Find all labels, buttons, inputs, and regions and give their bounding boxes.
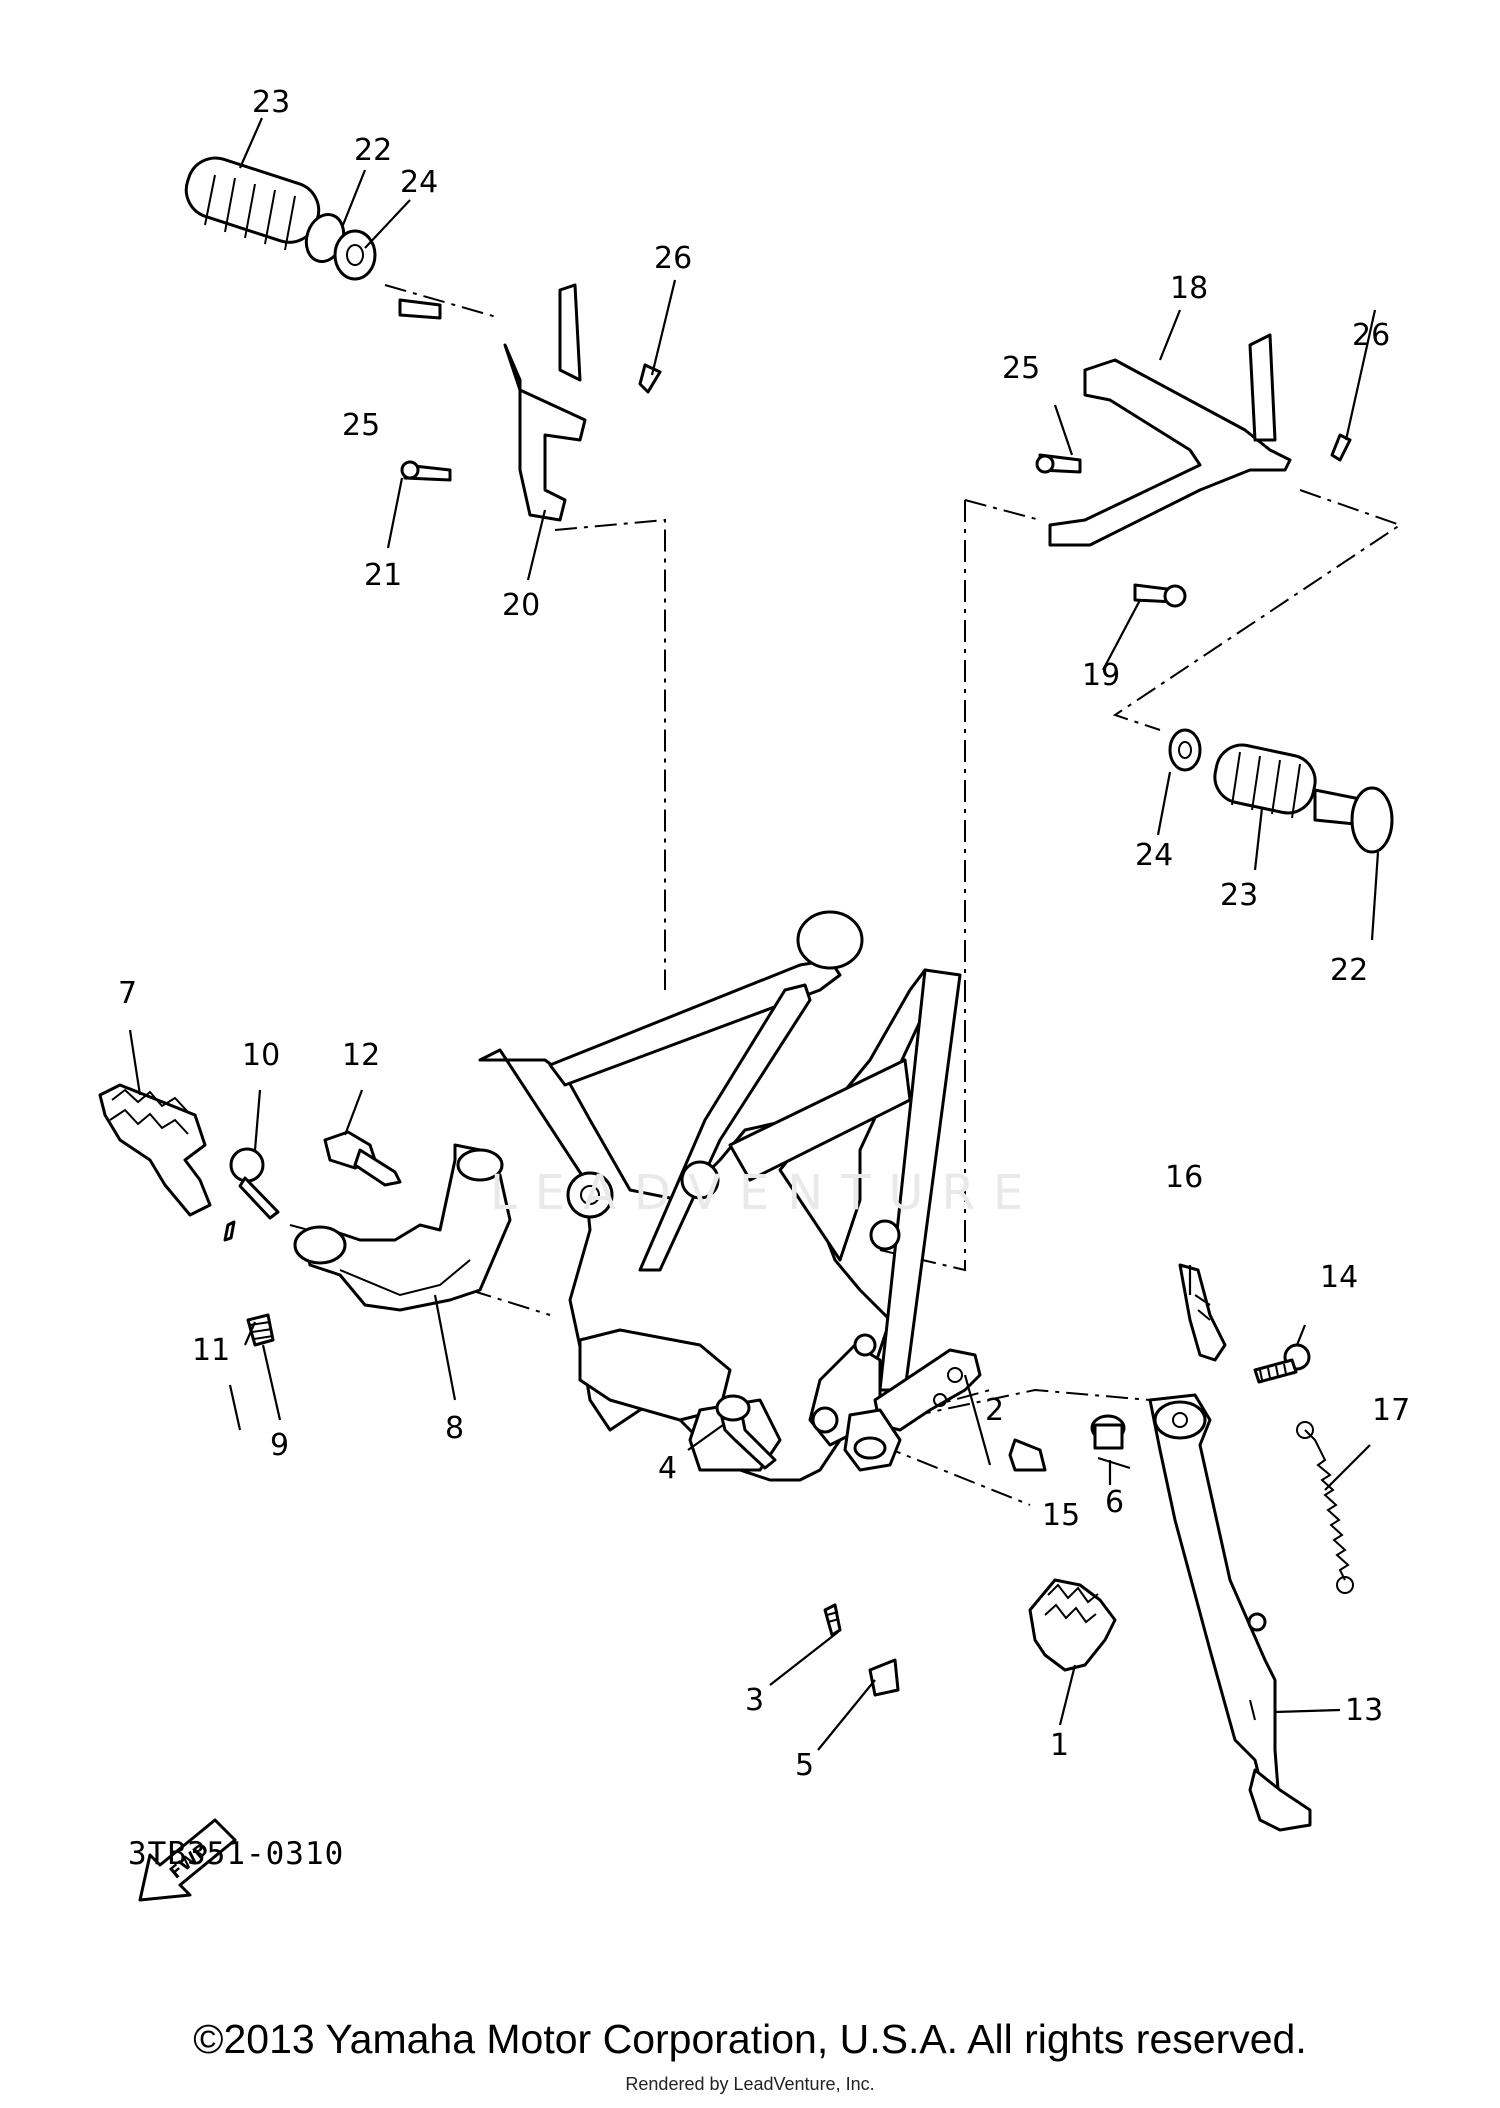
callout-18: 18 bbox=[1170, 271, 1208, 306]
callout-numbers: 23 22 24 26 25 21 20 18 26 25 19 24 23 2… bbox=[118, 85, 1410, 1783]
callout-22-right: 22 bbox=[1330, 953, 1368, 988]
callout-17: 17 bbox=[1372, 1393, 1410, 1428]
callout-10: 10 bbox=[242, 1038, 280, 1073]
front-footrest-left bbox=[98, 1083, 512, 1347]
rendered-by-text: Rendered by LeadVenture, Inc. bbox=[625, 2074, 875, 2094]
callout-23-right: 23 bbox=[1220, 878, 1258, 913]
callout-22-top: 22 bbox=[354, 133, 392, 168]
callout-25-right: 25 bbox=[1002, 351, 1040, 386]
callout-15: 15 bbox=[1042, 1498, 1080, 1533]
callout-8: 8 bbox=[445, 1411, 464, 1446]
callout-26-right: 26 bbox=[1352, 318, 1390, 353]
callout-7: 7 bbox=[118, 976, 137, 1011]
callout-24-right: 24 bbox=[1135, 838, 1173, 873]
callout-26-top: 26 bbox=[654, 241, 692, 276]
rear-footrest-left bbox=[184, 156, 662, 522]
callout-25-top: 25 bbox=[342, 408, 380, 443]
callout-21: 21 bbox=[364, 558, 402, 593]
diagram-code: 3TB351-0310 bbox=[128, 1836, 345, 1872]
assembly-lines bbox=[289, 284, 1403, 1506]
callout-4: 4 bbox=[658, 1451, 677, 1486]
callout-11: 11 bbox=[192, 1333, 230, 1368]
leader-lines bbox=[128, 117, 1380, 1751]
callout-14: 14 bbox=[1320, 1260, 1358, 1295]
callout-23-top: 23 bbox=[252, 85, 290, 120]
callout-19: 19 bbox=[1082, 658, 1120, 693]
sidestand bbox=[1148, 1263, 1354, 1832]
callout-9: 9 bbox=[270, 1428, 289, 1463]
callout-16: 16 bbox=[1165, 1160, 1203, 1195]
callout-1: 1 bbox=[1050, 1728, 1069, 1763]
front-footrest-right bbox=[715, 1348, 1126, 1697]
callout-6: 6 bbox=[1105, 1485, 1124, 1520]
callout-24-top: 24 bbox=[400, 165, 438, 200]
watermark: LEADVENTURE bbox=[490, 1165, 1042, 1221]
rear-footrest-right bbox=[1035, 333, 1394, 854]
callout-13: 13 bbox=[1345, 1693, 1383, 1728]
callout-20: 20 bbox=[502, 588, 540, 623]
frame bbox=[478, 910, 962, 1482]
copyright-text: ©2013 Yamaha Motor Corporation, U.S.A. A… bbox=[193, 2016, 1307, 2062]
callout-3: 3 bbox=[745, 1683, 764, 1718]
fwd-arrow-icon: FWD bbox=[138, 1818, 237, 1902]
callout-12: 12 bbox=[342, 1038, 380, 1073]
callout-5: 5 bbox=[795, 1748, 814, 1783]
callout-2: 2 bbox=[985, 1393, 1004, 1428]
